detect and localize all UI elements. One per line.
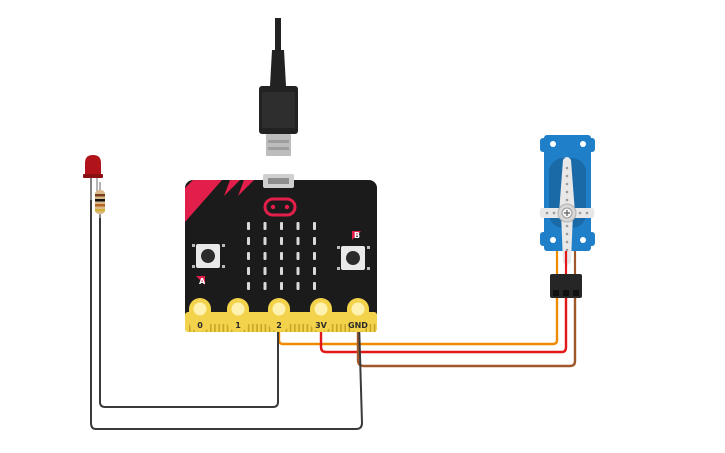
edge-contact <box>294 324 296 332</box>
matrix-led <box>247 267 250 275</box>
horn-hole <box>565 240 569 244</box>
matrix-led <box>296 252 300 260</box>
wires <box>90 175 577 430</box>
pin-2[interactable]: 2 <box>268 298 290 332</box>
pin-1-label: 1 <box>235 321 241 330</box>
servo-motor[interactable] <box>539 135 596 298</box>
red-led[interactable] <box>83 155 103 200</box>
horn-hole <box>552 211 556 215</box>
edge-contact <box>210 324 212 332</box>
pin-gnd-label: GND <box>348 321 368 330</box>
wire-ground[interactable] <box>356 296 577 368</box>
matrix-led <box>296 282 300 290</box>
edge-contact <box>340 324 342 332</box>
matrix-led <box>263 222 267 230</box>
edge-contact <box>226 324 229 332</box>
edge-contact <box>336 324 338 332</box>
edge-contact <box>189 324 191 332</box>
usb-strain-relief <box>270 50 286 86</box>
matrix-led <box>280 237 283 245</box>
edge-contact <box>373 324 376 332</box>
matrix-led <box>296 237 300 245</box>
matrix-led <box>296 222 300 230</box>
pin-gnd[interactable]: GND <box>347 298 369 332</box>
matrix-led <box>313 282 316 290</box>
matrix-led <box>263 252 267 260</box>
edge-contact <box>252 324 254 332</box>
edge-contact <box>306 324 309 332</box>
matrix-led <box>263 267 267 275</box>
matrix-led <box>280 282 283 290</box>
matrix-led <box>280 267 283 275</box>
matrix-led <box>313 267 316 275</box>
horn-hole <box>565 182 569 186</box>
matrix-led <box>313 252 316 260</box>
horn-hole <box>565 224 569 228</box>
matrix-led <box>247 222 250 230</box>
pin-3v-label: 3V <box>315 321 328 330</box>
wire-power[interactable] <box>319 296 568 354</box>
board-accent <box>185 180 222 222</box>
matrix-led <box>280 222 283 230</box>
resistor[interactable] <box>95 182 105 218</box>
wire-led-cathode[interactable] <box>90 175 363 430</box>
button-a-label: A <box>199 277 206 286</box>
edge-contact <box>268 324 271 332</box>
horn-hole <box>565 248 569 252</box>
horn-hole <box>565 190 569 194</box>
led-matrix <box>247 222 316 290</box>
edge-contact <box>289 324 292 332</box>
button-b-label: B <box>354 231 360 240</box>
servo-horn[interactable] <box>539 157 595 265</box>
pin-0[interactable]: 0 <box>189 298 211 332</box>
led-dome <box>85 155 101 176</box>
matrix-led <box>280 252 283 260</box>
matrix-led <box>247 252 250 260</box>
edge-contact <box>310 324 313 332</box>
edge-contact <box>222 324 225 332</box>
wire-signal[interactable] <box>277 296 559 346</box>
usb-connector <box>266 134 291 156</box>
pin-0-label: 0 <box>197 321 203 330</box>
matrix-led <box>247 237 250 245</box>
horn-hole <box>565 174 569 178</box>
edge-contact <box>256 324 258 332</box>
pin-3v[interactable]: 3V <box>310 298 332 332</box>
matrix-led <box>313 237 316 245</box>
matrix-led <box>263 282 267 290</box>
matrix-led <box>313 222 316 230</box>
edge-contact <box>214 324 216 332</box>
edge-contact <box>260 324 262 332</box>
edge-contact <box>348 324 351 332</box>
horn-hole <box>565 232 569 236</box>
horn-hole <box>565 198 569 202</box>
edge-contact <box>331 324 334 332</box>
wire-led-anode[interactable] <box>99 214 279 408</box>
pin-2-label: 2 <box>276 321 282 330</box>
microbit-board[interactable]: A B 0 1 <box>185 174 377 332</box>
horn-hole <box>545 211 549 215</box>
edge-contact <box>302 324 304 332</box>
edge-contact <box>264 324 267 332</box>
edge-contact <box>344 324 346 332</box>
usb-cable[interactable] <box>259 18 298 156</box>
pin-1[interactable]: 1 <box>227 298 249 332</box>
edge-contact <box>247 324 250 332</box>
edge-contact <box>298 324 300 332</box>
matrix-led <box>296 267 300 275</box>
board-logo <box>263 197 297 217</box>
horn-hole <box>565 166 569 170</box>
matrix-led <box>263 237 267 245</box>
button-a[interactable]: A <box>192 244 225 286</box>
edge-contact <box>218 324 220 332</box>
button-b[interactable]: B <box>337 231 370 270</box>
horn-hole <box>578 211 582 215</box>
horn-hole <box>585 211 589 215</box>
edge-contact <box>369 324 372 332</box>
matrix-led <box>247 282 250 290</box>
